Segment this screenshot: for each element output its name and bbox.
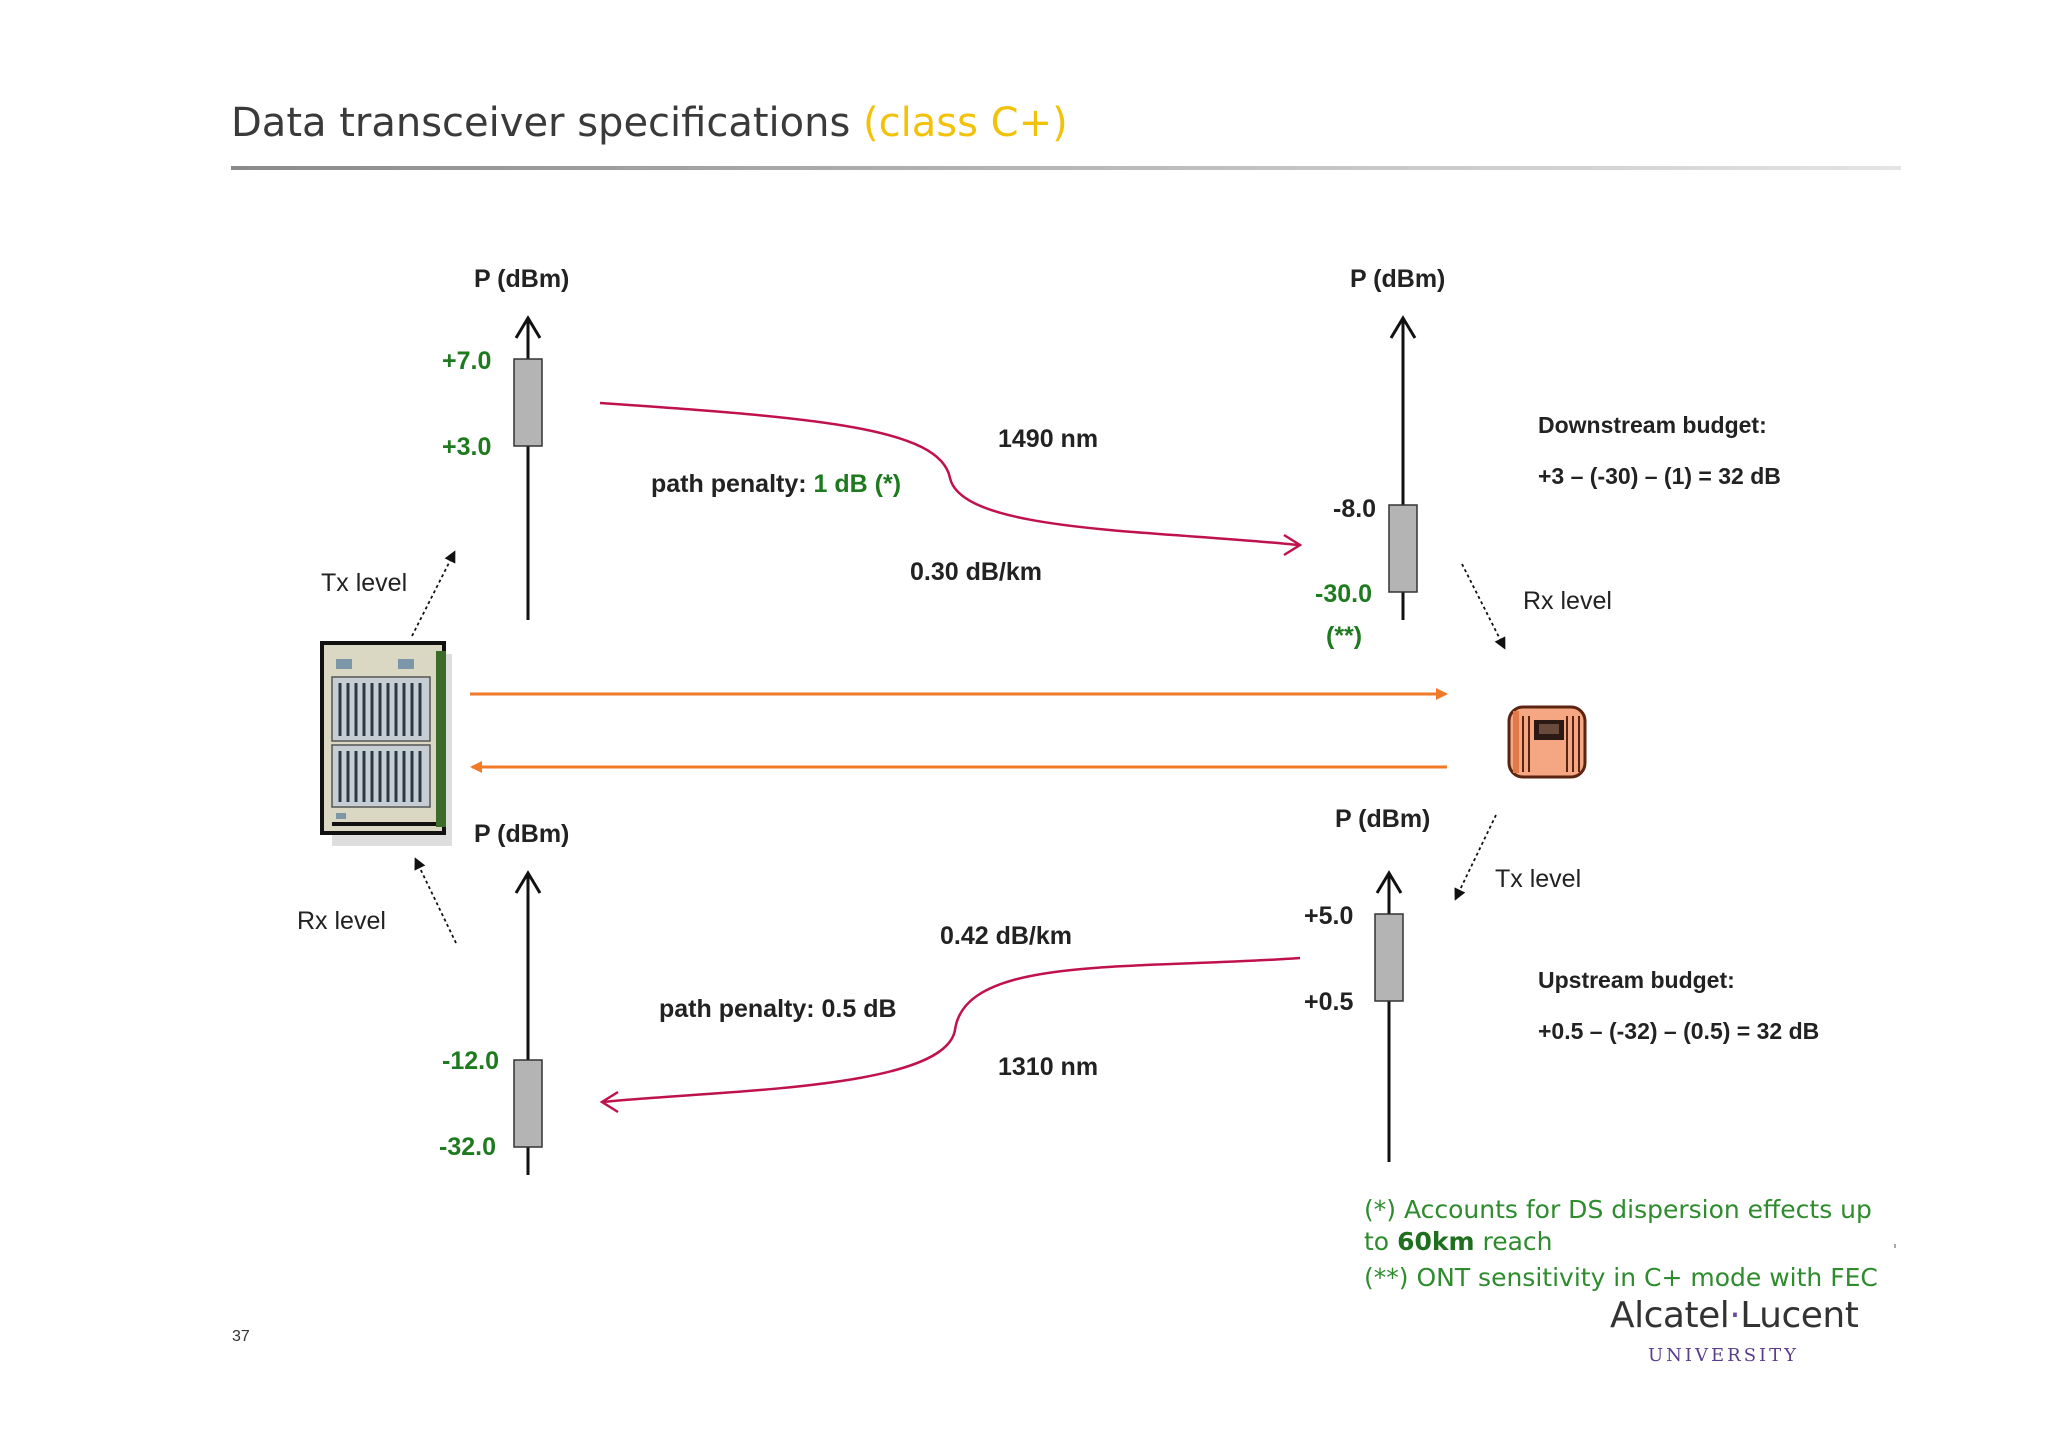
upstream-budget-title: Upstream budget: <box>1538 967 1735 993</box>
ont-tx-level-label: Tx level <box>1495 865 1582 893</box>
olt-rx-level-label: Rx level <box>297 907 386 935</box>
upstream-wavelength: 1310 nm <box>998 1053 1099 1081</box>
logo-dot: · <box>1729 1295 1741 1336</box>
page-number: 37 <box>232 1328 250 1345</box>
footnote-ont-sensitivity: (**) ONT sensitivity in C+ mode with FEC <box>1364 1263 1878 1292</box>
olt-tx-axis <box>513 315 543 620</box>
ont-rx-footnote-mark: (**) <box>1326 622 1363 650</box>
olt-tx-low-value: +3.0 <box>442 433 492 461</box>
ont-rx-pointer <box>1461 563 1506 650</box>
ont-rx-range-bar <box>1388 504 1418 593</box>
title-main: Data transceiver specifications <box>231 100 851 146</box>
ont-rx-level-label: Rx level <box>1523 587 1612 615</box>
logo-alcatel: Alcatel <box>1610 1295 1730 1336</box>
title-accent: (class C+) <box>863 100 1068 146</box>
downstream-path-penalty: path penalty: 1 dB (*) <box>651 470 901 499</box>
upstream-path-penalty: path penalty: 0.5 dB <box>659 995 897 1023</box>
olt-rx-pointer <box>414 857 457 944</box>
ont-rx-low-value: -30.0 <box>1315 580 1372 608</box>
upstream-attenuation: 0.42 dB/km <box>940 922 1073 950</box>
ont-tx-range-bar <box>1374 913 1404 1002</box>
ont-tx-axis <box>1374 870 1404 1162</box>
downstream-budget-title: Downstream budget: <box>1538 412 1767 438</box>
edge-mark <box>1894 1244 1896 1248</box>
olt-tx-axis-label: P (dBm) <box>474 265 570 293</box>
title-underline <box>231 166 1901 170</box>
logo-lucent: Lucent <box>1740 1295 1859 1336</box>
ont-tx-pointer <box>1454 814 1497 901</box>
olt-rx-axis-label: P (dBm) <box>474 820 570 848</box>
olt-rack-icon <box>320 641 452 846</box>
olt-tx-range-bar <box>513 358 543 447</box>
downstream-budget-formula: +3 – (-30) – (1) = 32 dB <box>1538 463 1781 489</box>
olt-tx-level-label: Tx level <box>321 569 408 597</box>
upstream-curve <box>599 956 1301 1114</box>
olt-rx-range-bar <box>513 1059 543 1148</box>
olt-tx-high-value: +7.0 <box>442 347 492 375</box>
olt-tx-pointer <box>411 550 456 637</box>
ont-device-icon <box>1507 705 1587 779</box>
footnote-dispersion-reach: 60km <box>1397 1227 1475 1256</box>
ont-tx-high-value: +5.0 <box>1304 902 1354 930</box>
upstream-budget-formula: +0.5 – (-32) – (0.5) = 32 dB <box>1538 1018 1820 1044</box>
downstream-curve <box>599 401 1303 557</box>
ont-tx-axis-label: P (dBm) <box>1335 805 1431 833</box>
footnote-dispersion-suffix: reach <box>1482 1227 1553 1256</box>
olt-rx-high-value: -12.0 <box>442 1047 499 1075</box>
ont-rx-axis-label: P (dBm) <box>1350 265 1446 293</box>
olt-rx-axis <box>513 870 543 1175</box>
footnote-dispersion-prefix: (*) Accounts for DS dispersion effects u… <box>1364 1195 1872 1256</box>
downstream-attenuation: 0.30 dB/km <box>910 558 1043 586</box>
ont-rx-axis <box>1388 315 1418 620</box>
logo-university: UNIVERSITY <box>1648 1345 1800 1366</box>
ont-tx-low-value: +0.5 <box>1304 988 1354 1016</box>
footnote-dispersion: (*) Accounts for DS dispersion effects u… <box>1364 1194 1884 1258</box>
downstream-wavelength: 1490 nm <box>998 425 1099 453</box>
downstream-path-penalty-label: path penalty: <box>651 470 807 498</box>
ont-rx-high-value: -8.0 <box>1333 495 1377 523</box>
page-title: Data transceiver specifications (class C… <box>231 100 1068 146</box>
company-logo: Alcatel·Lucent <box>1610 1295 1859 1336</box>
olt-rx-low-value: -32.0 <box>439 1133 496 1161</box>
downstream-path-penalty-value: 1 dB (*) <box>813 470 902 498</box>
